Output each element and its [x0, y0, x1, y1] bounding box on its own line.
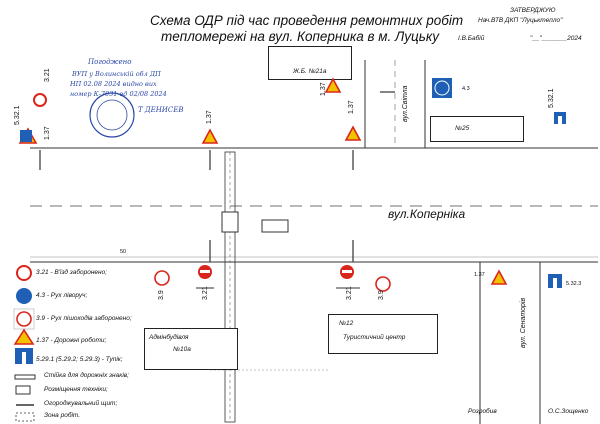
building-21a: Ж.Б. №21а: [268, 46, 352, 80]
building-10a-number: №10а: [173, 346, 191, 353]
machinery-icon: [15, 385, 31, 395]
road-works-icon: [13, 328, 35, 345]
road-works-icon: [201, 128, 219, 144]
handwritten-line5: Т ДЕНИСЕВ: [138, 106, 184, 114]
building-12: №12 Туристичний центр: [328, 314, 438, 354]
building-10a: Адмінбудівля №10а: [144, 328, 238, 370]
approval-date: "__"_______2024: [530, 35, 582, 42]
sign-code-43: 4.3: [462, 86, 470, 92]
approval-line2: Нач.ВТВ ДКП "Луцьктепло": [478, 17, 563, 24]
diagram-title-line2: тепломережі на вул. Коперника в м. Луцьк…: [161, 29, 439, 44]
left-turn-icon: [432, 78, 452, 98]
legend-item-2: 4.3 - Рух ліворуч;: [36, 292, 88, 299]
dead-end-icon: [554, 112, 566, 124]
no-entry-icon: [33, 93, 47, 107]
dead-end-icon: [20, 130, 32, 142]
sign-code-5323: 5.32.3: [566, 281, 582, 287]
no-pedestrians-icon: [375, 276, 391, 292]
sign-stand-icon: [14, 374, 36, 380]
distance-label: 50: [120, 249, 127, 255]
approval-signatory: І.В.Бабій: [458, 35, 485, 42]
legend-item-6: Стійка для дорожніх знаків;: [44, 372, 129, 379]
handwritten-line3: НП 02.08 2024 видно вих: [70, 80, 157, 88]
legend-item-3: 3.9 - Рух пішоходів заборонено;: [36, 315, 132, 322]
no-pedestrians-icon: [13, 308, 35, 330]
dead-end-icon: [15, 348, 33, 364]
legend-item-4: 1.37 - Дорожні роботи;: [36, 337, 107, 344]
approval-line1: ЗАТВЕРДЖУЮ: [510, 7, 556, 14]
road-works-icon: [490, 269, 508, 285]
building-12-number: №12: [339, 320, 354, 327]
building-25-label: №25: [455, 125, 470, 132]
legend-item-5: 5.29.1 (5.29.2; 5.29.3) - Тупік;: [36, 356, 123, 363]
no-entry-icon: [340, 265, 354, 279]
handwritten-line1: Погоджено: [88, 58, 132, 66]
dead-end-icon: [548, 274, 562, 288]
handwritten-line2: ВУП у Волинській обл ДП: [72, 70, 161, 78]
street-main-label: вул.Коперніка: [388, 207, 466, 221]
road-works-icon: [344, 125, 362, 141]
building-21a-label: Ж.Б. №21а: [293, 68, 327, 75]
no-pedestrians-icon: [154, 270, 170, 286]
diagram-title-line1: Схема ОДР під час проведення ремонтних р…: [150, 13, 464, 28]
no-entry-icon: [16, 265, 32, 281]
footer-developed-label: Розробив: [468, 408, 497, 415]
work-zone-icon: [15, 412, 35, 422]
legend-item-7: Розміщення техніки;: [44, 386, 108, 393]
left-turn-icon: [16, 288, 32, 304]
legend-item-9: Зона робіт.: [44, 412, 81, 419]
legend-item-1: 3.21 - В'їзд заборонено;: [36, 269, 108, 276]
no-entry-icon: [198, 265, 212, 279]
footer-author: О.С.Зощенко: [548, 408, 589, 415]
building-25: №25: [430, 116, 524, 142]
sign-code-137: 1.37: [474, 272, 485, 278]
legend-item-8: Огороджувальний щит;: [44, 400, 118, 407]
building-10a-name: Адмінбудівля: [149, 334, 189, 341]
road-works-icon: [324, 77, 342, 93]
building-12-name: Туристичний центр: [343, 334, 406, 341]
